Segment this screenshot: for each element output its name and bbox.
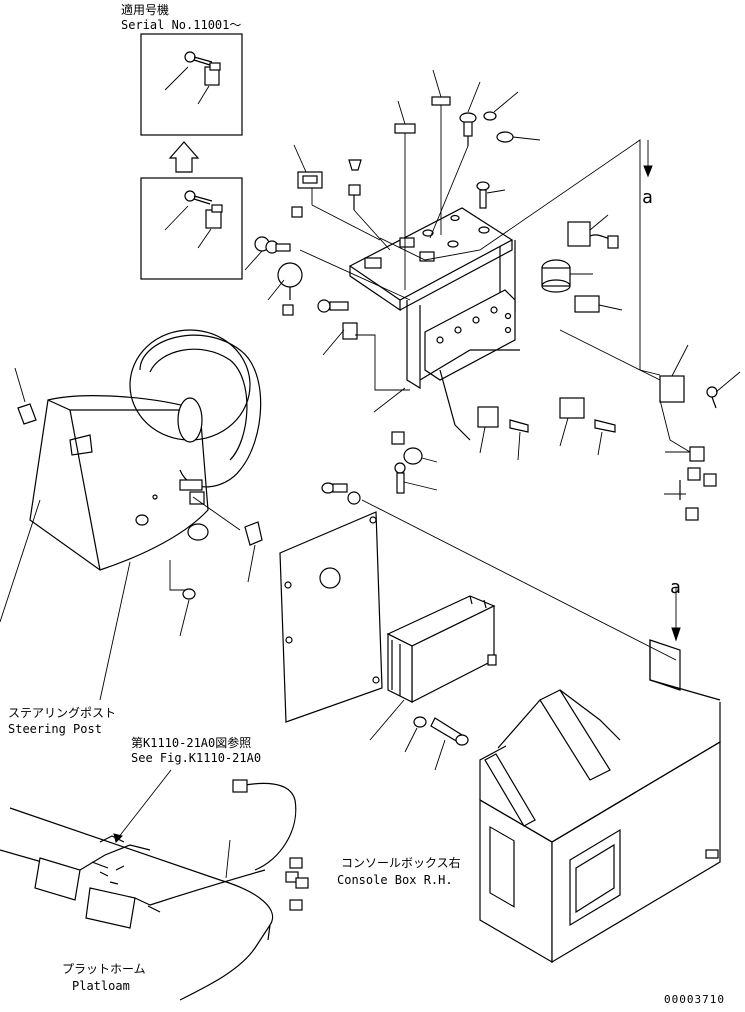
applicable-machine-jp: 適用号機 (121, 3, 170, 17)
platform-label-jp: プラットホーム (62, 962, 146, 976)
bolt-washer (317, 299, 349, 313)
indicator-lamp (459, 112, 477, 146)
washer (413, 716, 427, 728)
switch-knob (244, 521, 263, 546)
inset-box-new (140, 33, 243, 136)
lamp-cap (483, 111, 497, 121)
controller-plate (279, 482, 677, 723)
lamp-block (34, 857, 81, 901)
bolt (430, 717, 469, 746)
clamp-bolt (391, 431, 423, 494)
platform-label-en: Platloam (72, 979, 130, 993)
serial-inset (140, 33, 243, 280)
switch-cap (431, 96, 451, 106)
lamp-block (85, 887, 136, 929)
switch-rocker (574, 295, 600, 313)
bolt (476, 181, 490, 209)
bolt-relay-old (164, 190, 223, 249)
see-fig-label-jp: 第K1110-21A0図参照 (131, 736, 252, 750)
switch-panel-bracket (348, 207, 520, 441)
steering-post-label-en: Steering Post (8, 722, 102, 736)
washers-bolt (254, 236, 291, 254)
wiring-harness (34, 769, 309, 929)
see-fig-label-en: See Fig.K1110-21A0 (131, 751, 262, 765)
switch-cap (394, 123, 416, 134)
lamp-cap (496, 131, 514, 143)
steering-post (0, 329, 263, 701)
inset-box-old (140, 177, 243, 280)
buzzer (541, 259, 571, 293)
relay (342, 322, 358, 340)
figure-number: 00003710 (664, 993, 725, 1006)
connector-plug (291, 206, 303, 218)
bolt-washer (321, 482, 361, 505)
steering-post-label-jp: ステアリングポスト (8, 706, 117, 720)
flasher-unit (659, 375, 718, 409)
lamp-socket (348, 159, 362, 210)
side-connectors (679, 446, 717, 521)
section-marker-top: a (642, 187, 653, 208)
connector-plug (282, 304, 294, 316)
leader-lines-top (244, 69, 741, 495)
relay-harness (567, 221, 619, 249)
console-box-rh (479, 588, 721, 964)
bolt-relay-new (164, 51, 221, 105)
switch-components (244, 69, 741, 521)
controller-unit (369, 595, 497, 771)
serial-number-label: Serial No.11001～ (121, 18, 242, 32)
connector-switch (297, 171, 323, 189)
fuse-holder (277, 262, 303, 300)
side-switch (17, 403, 37, 425)
up-arrow-icon (168, 141, 200, 173)
plug-cap (182, 588, 196, 600)
console-box-label-en: Console Box R.H. (337, 873, 453, 887)
section-marker-console: a (670, 577, 681, 598)
lower-relays (477, 397, 616, 433)
console-box-label-jp: コンソールボックス右 (341, 856, 461, 870)
